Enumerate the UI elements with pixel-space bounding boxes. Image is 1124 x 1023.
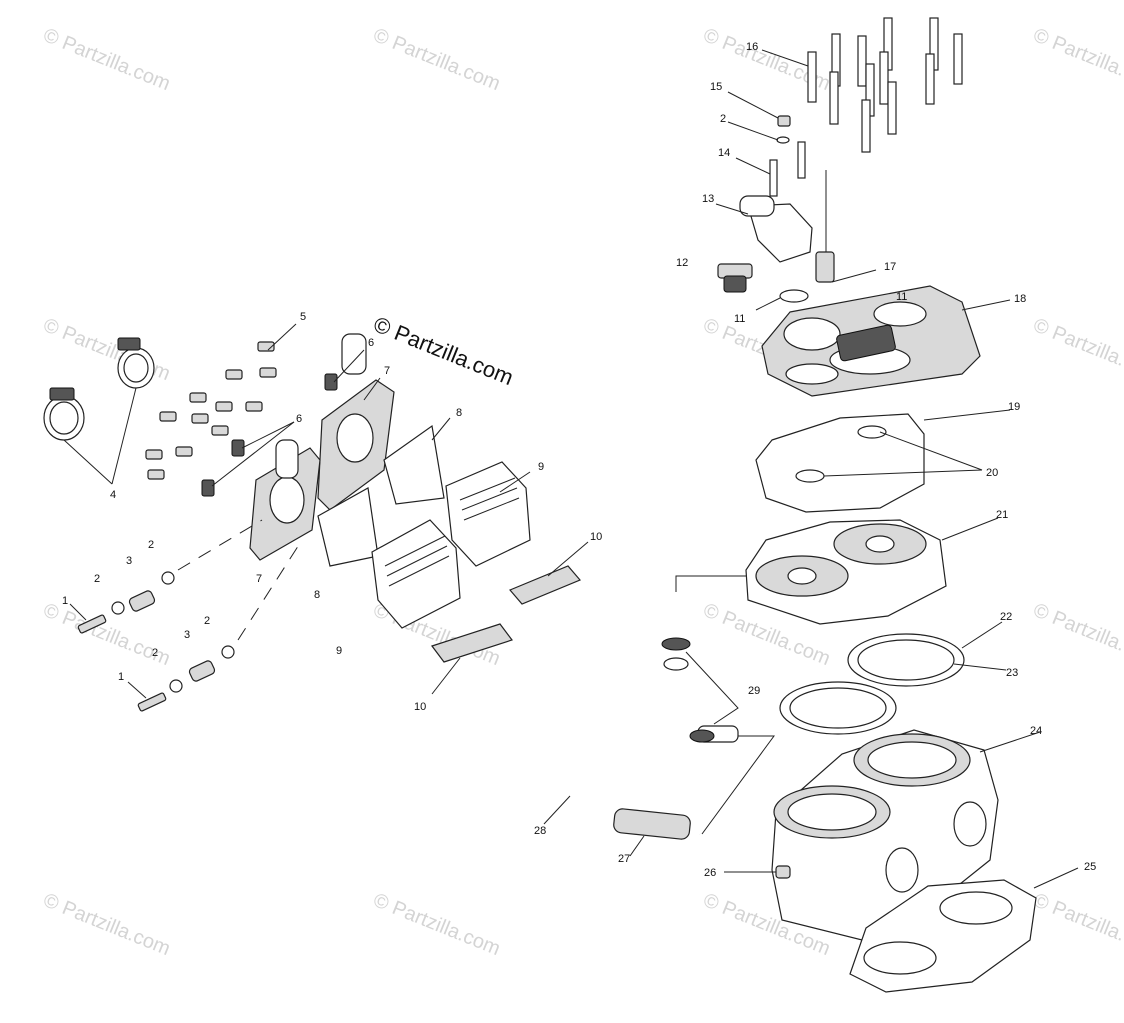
callout-25: 25	[1084, 861, 1096, 873]
callout-labels: 1 1 2 2 2 2 2 3 3 4 5 6 6 7 7 8 8 9 9 10…	[62, 41, 1096, 879]
callout-15: 15	[710, 81, 722, 93]
callout-18: 18	[1014, 293, 1026, 305]
washer-part	[776, 136, 790, 144]
callout-24: 24	[1030, 725, 1042, 737]
callout-13: 13	[702, 193, 714, 205]
watermark: © Partzilla.com	[370, 889, 503, 960]
engine-top-end	[554, 17, 1037, 993]
callout-22: 22	[1000, 611, 1012, 623]
callout-23: 23	[1006, 667, 1018, 679]
watermark: © Partzilla.com	[1030, 599, 1124, 670]
leader-lines	[63, 49, 1079, 889]
callout-1: 1	[118, 671, 124, 683]
reed-housing-part	[249, 333, 395, 561]
hose-clamp-part	[43, 337, 155, 441]
head-bolt-part	[807, 17, 963, 153]
callout-9: 9	[336, 645, 342, 657]
callout-3: 3	[126, 555, 132, 567]
callout-29: 29	[748, 685, 760, 697]
watermark: © Partzilla.com	[1030, 889, 1124, 960]
callout-10: 10	[414, 701, 426, 713]
fastener-part	[77, 571, 235, 712]
callout-27: 27	[618, 853, 630, 865]
callout-11: 11	[896, 291, 907, 303]
reed-petal-part	[431, 565, 581, 663]
watermark: © Partzilla.com	[40, 599, 173, 670]
callout-10: 10	[590, 531, 602, 543]
callout-2: 2	[148, 539, 154, 551]
watermark: © Partzilla.com	[370, 24, 503, 95]
callout-9: 9	[538, 461, 544, 473]
callout-2: 2	[94, 573, 100, 585]
callout-3: 3	[184, 629, 190, 641]
callout-6: 6	[296, 413, 302, 425]
water-outlet-part	[739, 195, 813, 263]
callout-12: 12	[676, 257, 688, 269]
watermark: © Partzilla.com	[1030, 314, 1124, 385]
callout-14: 14	[718, 147, 730, 159]
callout-2: 2	[204, 615, 210, 627]
o-ring-part	[779, 289, 809, 303]
bolt-set-part	[145, 341, 277, 480]
callout-11: 11	[734, 313, 745, 325]
callout-2: 2	[152, 647, 158, 659]
water-hose-part	[554, 637, 739, 840]
callout-1: 1	[62, 595, 68, 607]
temp-sensor-part	[815, 170, 835, 283]
thermostat-part	[717, 263, 753, 293]
callout-8: 8	[456, 407, 462, 419]
watermark: © Partzilla.com	[1030, 24, 1124, 95]
callout-21: 21	[996, 509, 1008, 521]
cylinder-seal-part	[779, 633, 965, 735]
callout-8: 8	[314, 589, 320, 601]
callout-6: 6	[368, 337, 374, 349]
callout-7: 7	[384, 365, 390, 377]
callout-19: 19	[1008, 401, 1020, 413]
callout-26: 26	[704, 867, 716, 879]
callout-16: 16	[746, 41, 758, 53]
watermark: © Partzilla.com	[40, 24, 173, 95]
seal-ring-part	[857, 425, 887, 439]
stud-part	[769, 159, 778, 197]
callout-7: 7	[256, 573, 262, 585]
callout-28: 28	[534, 825, 546, 837]
plug-part	[775, 865, 791, 879]
seal-ring-part	[795, 469, 825, 483]
callout-20: 20	[986, 467, 998, 479]
main-watermark: © Partzilla.com	[370, 311, 517, 390]
stud-part	[797, 141, 806, 179]
callout-5: 5	[300, 311, 306, 323]
watermark: © Partzilla.com	[40, 889, 173, 960]
nut-part	[777, 115, 791, 127]
callout-17: 17	[884, 261, 896, 273]
reed-block-part	[371, 461, 531, 629]
cylinder-head-part	[745, 519, 947, 625]
clip-part	[201, 373, 338, 497]
head-cover-part	[761, 285, 981, 397]
callout-2: 2	[720, 113, 726, 125]
intake-assembly	[43, 333, 581, 712]
callout-4: 4	[110, 489, 116, 501]
head-gasket-part	[755, 413, 925, 513]
